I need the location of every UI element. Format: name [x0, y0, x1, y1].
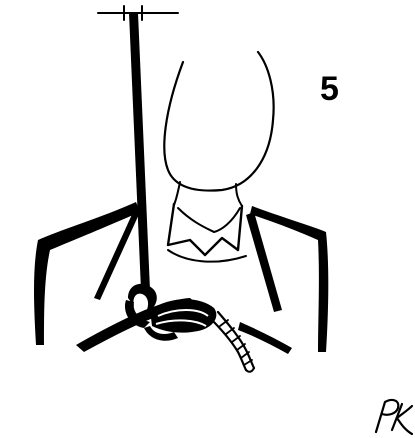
head-outline: [164, 52, 273, 191]
shirt-collar: [168, 204, 246, 262]
knot: [125, 284, 216, 341]
artist-signature: [376, 400, 412, 434]
step-number: 5: [320, 72, 339, 106]
rope-tail: [210, 312, 254, 372]
hanging-bar: [98, 6, 178, 290]
